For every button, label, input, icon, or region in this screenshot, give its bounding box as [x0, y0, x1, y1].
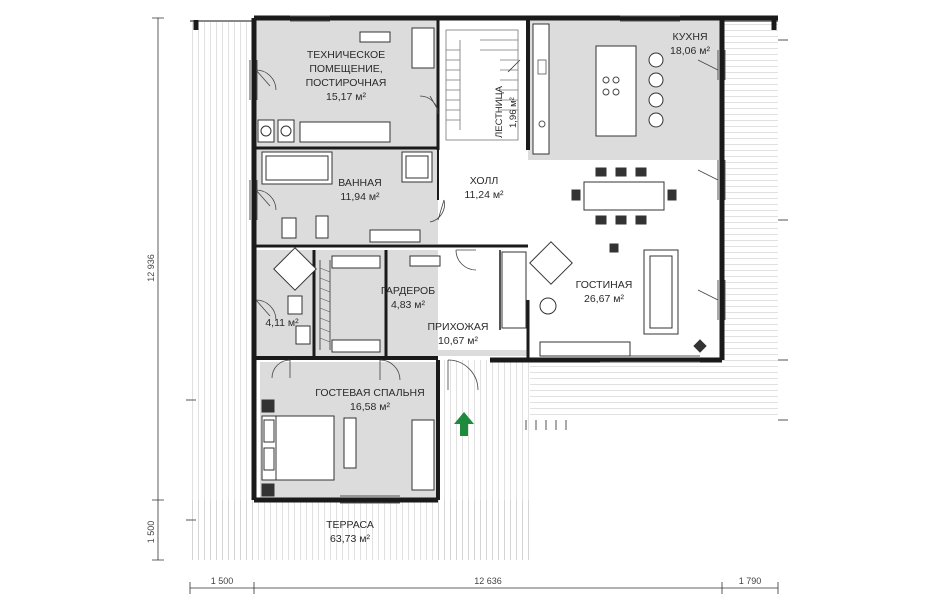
wc-area: 4,11 м² [265, 317, 299, 329]
tech-room-name-3: ПОСТИРОЧНАЯ [306, 77, 387, 89]
dimension-lines [152, 17, 779, 594]
guest-area: 16,58 м² [350, 401, 390, 413]
wardrobe-area: 4,83 м² [391, 299, 426, 311]
room-labels: ТЕХНИЧЕСКОЕ ПОМЕЩЕНИЕ, ПОСТИРОЧНАЯ 15,17… [265, 31, 710, 545]
walls [193, 15, 778, 503]
terrace-name: ТЕРРАСА [326, 519, 374, 531]
entry-name: ПРИХОЖАЯ [428, 321, 489, 333]
bath-fixtures [257, 27, 435, 243]
living-name: ГОСТИНАЯ [576, 279, 633, 291]
stairs-name: ЛЕСТНИЦА [494, 85, 505, 138]
dim-bottom-mid: 12 636 [474, 576, 502, 586]
hall-name: ХОЛЛ [470, 175, 499, 187]
terrace-edge-marks [186, 39, 788, 521]
bath-area: 11,94 м² [340, 191, 380, 203]
hall-area: 11,24 м² [464, 189, 504, 201]
guest-furniture [261, 399, 435, 497]
kitchen-area: 18,06 м² [670, 45, 710, 57]
living-area: 26,67 м² [584, 293, 624, 305]
tech-room-name-1: ТЕХНИЧЕСКОЕ [307, 49, 385, 61]
tech-room-area: 15,17 м² [326, 91, 366, 103]
tech-room-name-2: ПОМЕЩЕНИЕ, [309, 63, 382, 75]
guest-name: ГОСТЕВАЯ СПАЛЬНЯ [315, 387, 424, 399]
dimension-labels: 12 936 1 500 1 500 12 636 1 790 [146, 254, 761, 586]
dim-left-bottom: 1 500 [146, 521, 156, 544]
kitchen-furniture [532, 23, 664, 155]
wardrobe-name: ГАРДЕРОБ [381, 285, 435, 297]
terrace-area: 63,73 м² [330, 533, 370, 545]
living-furniture [529, 167, 707, 357]
wc-wardrobe-fixtures [273, 247, 527, 353]
entry-area: 10,67 м² [438, 335, 478, 347]
dim-bottom-left: 1 500 [211, 576, 234, 586]
dim-bottom-right: 1 790 [739, 576, 762, 586]
windows [249, 15, 726, 504]
kitchen-name: КУХНЯ [672, 31, 707, 43]
entrance-arrow-icon [454, 412, 474, 436]
bath-name: ВАННАЯ [338, 177, 381, 189]
stairs-area: 1,96 м² [508, 97, 519, 128]
staircase [445, 29, 521, 141]
dim-left-total: 12 936 [146, 254, 156, 282]
doors [255, 59, 719, 391]
terrace-decking [190, 20, 778, 560]
